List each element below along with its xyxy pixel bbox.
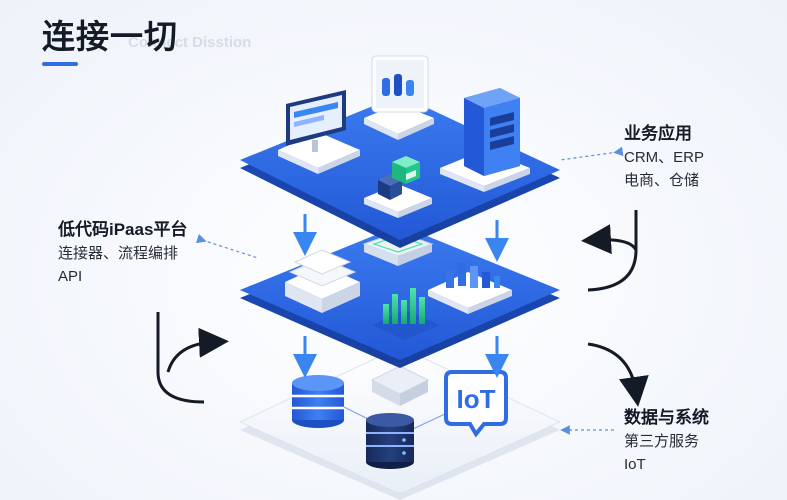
data-systems-label: 数据与系统 第三方服务 IoT xyxy=(624,406,709,476)
business-apps-title: 业务应用 xyxy=(624,124,692,143)
flow-arrows xyxy=(156,210,649,407)
ipaas-line: API xyxy=(58,268,83,285)
database-icon xyxy=(292,375,344,428)
leader-lines xyxy=(195,146,624,435)
business-apps-line: CRM、ERP xyxy=(624,149,705,166)
business-apps-label: 业务应用 CRM、ERP 电商、仓储 xyxy=(624,122,704,192)
server-tower-icon xyxy=(440,88,530,192)
ghost-subtitle: Connect Disstion xyxy=(128,34,252,51)
city-blocks-icon xyxy=(428,262,512,314)
document-stack-icon xyxy=(285,249,360,313)
data-systems-line: IoT xyxy=(624,456,646,473)
data-systems-line: 第三方服务 xyxy=(624,433,700,450)
title-accent-bar xyxy=(42,62,78,66)
page-title: 连接一切 xyxy=(42,18,178,55)
bar-chart-icon xyxy=(372,288,440,340)
iot-label: IoT xyxy=(457,384,496,414)
ipaas-title: 低代码iPaas平台 xyxy=(58,220,188,239)
layer-arrows xyxy=(293,214,509,378)
ipaas-label: 低代码iPaas平台 连接器、流程编排 API xyxy=(58,218,187,288)
ipaas-line: 连接器、流程编排 xyxy=(58,245,179,262)
chip-icon xyxy=(370,365,430,406)
database-icon xyxy=(366,413,414,469)
data-systems-title: 数据与系统 xyxy=(624,408,709,427)
iot-chip-icon: IoT xyxy=(444,370,508,438)
cube-node-icon xyxy=(364,156,432,218)
monitor-icon xyxy=(278,90,360,174)
business-apps-line: 电商、仓储 xyxy=(624,172,700,189)
app-window-icon xyxy=(364,55,434,140)
